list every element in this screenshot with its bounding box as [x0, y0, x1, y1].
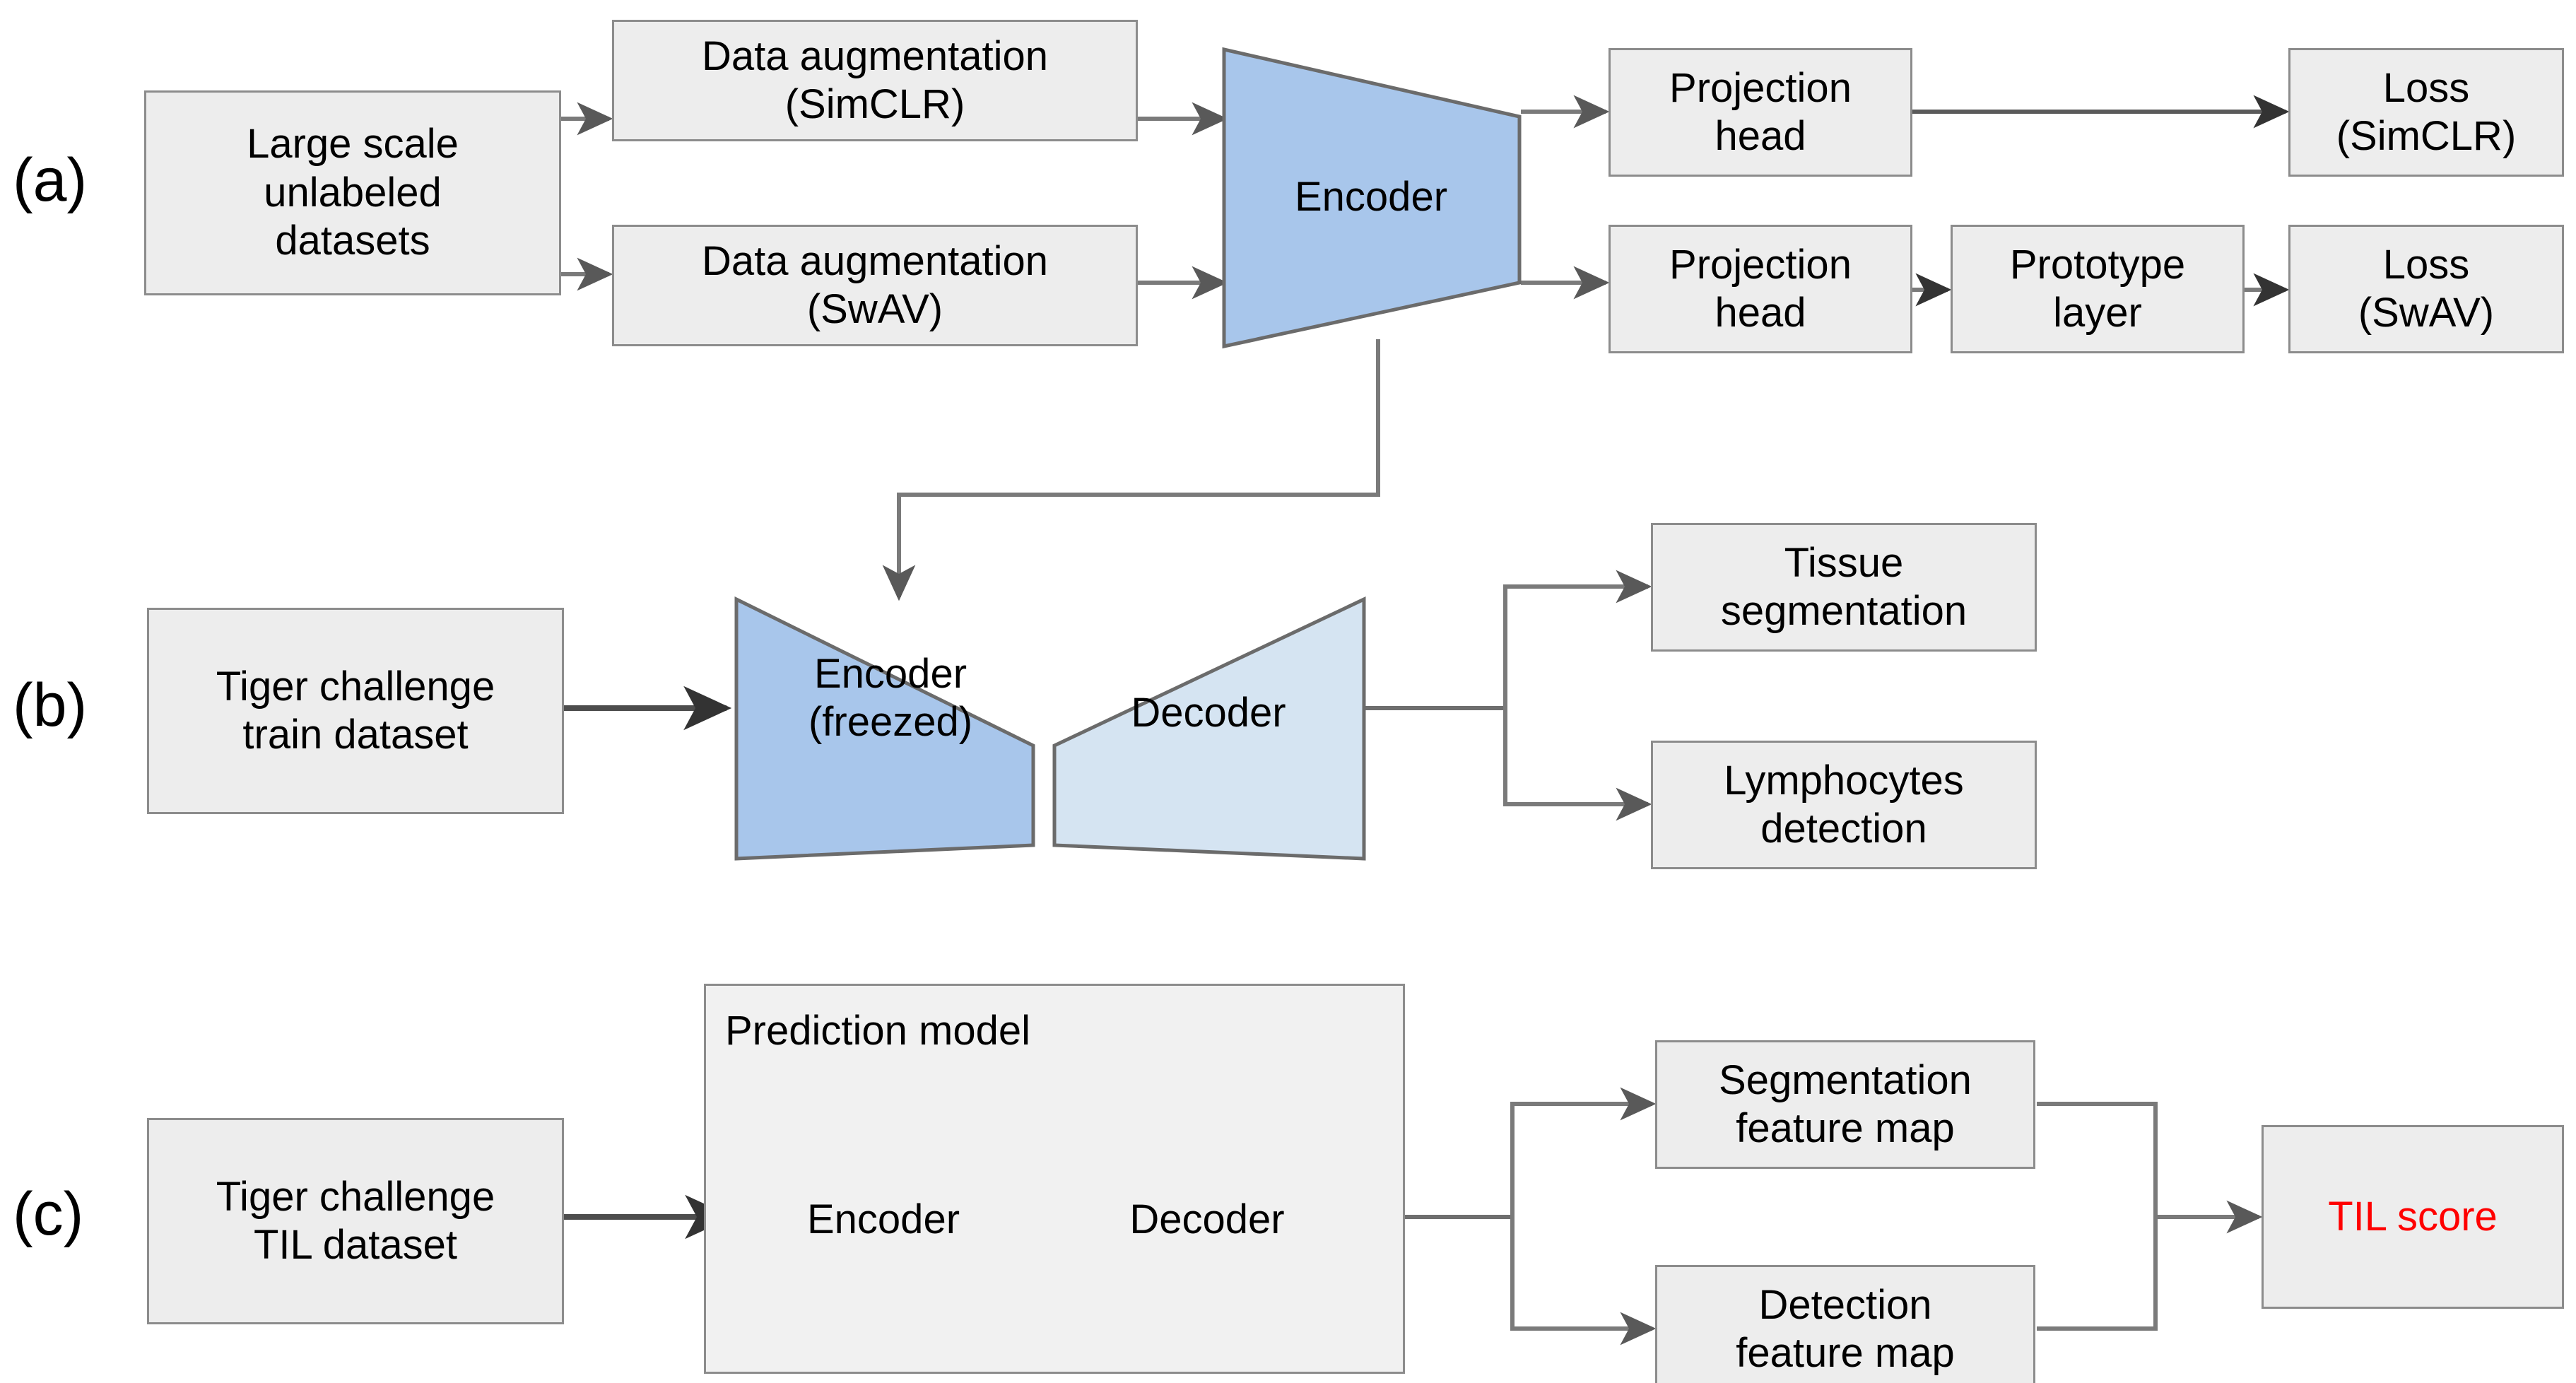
edge-c-to-det-map	[1510, 1217, 1657, 1346]
edge-b-to-lymphocytes	[1503, 708, 1652, 821]
panel-label-a: (a)	[13, 146, 88, 214]
box-large-scale-unlabeled-datasets[interactable]: Large scale unlabeled datasets	[144, 90, 561, 295]
box-tiger-challenge-til-dataset[interactable]: Tiger challenge TIL dataset	[147, 1118, 564, 1324]
box-tiger-challenge-train-dataset[interactable]: Tiger challenge train dataset	[147, 608, 564, 814]
box-loss-swav[interactable]: Loss (SwAV)	[2288, 225, 2564, 353]
edge-det-map-to-merge	[2037, 1217, 2158, 1331]
box-detection-feature-map[interactable]: Detection feature map	[1655, 1265, 2035, 1383]
edge-encoder-a-to-encoder-b	[882, 339, 1380, 601]
box-prototype-layer[interactable]: Prototype layer	[1951, 225, 2245, 353]
box-projection-head-top[interactable]: Projection head	[1608, 48, 1912, 177]
label-decoder-b: Decoder	[1131, 690, 1286, 736]
edge-seg-map-to-merge	[2037, 1102, 2158, 1217]
box-lymphocytes-detection[interactable]: Lymphocytes detection	[1651, 741, 2037, 869]
panel-label-c: (c)	[13, 1180, 84, 1248]
label-encoder-freezed-b: Encoder (freezed)	[808, 651, 973, 746]
box-data-augmentation-swav[interactable]: Data augmentation (SwAV)	[612, 225, 1138, 346]
group-title-prediction-model: Prediction model	[725, 1008, 1030, 1054]
box-tissue-segmentation[interactable]: Tissue segmentation	[1651, 523, 2037, 652]
encoder-shape-a	[1222, 47, 1522, 349]
panel-label-b: (b)	[13, 671, 88, 739]
encoder-shape-b	[734, 596, 1035, 861]
box-data-augmentation-simclr[interactable]: Data augmentation (SimCLR)	[612, 20, 1138, 141]
group-prediction-model	[704, 984, 1405, 1374]
box-projection-head-bottom[interactable]: Projection head	[1608, 225, 1912, 353]
box-til-score[interactable]: TIL score	[2262, 1125, 2564, 1309]
decoder-shape-b	[1052, 596, 1366, 861]
box-segmentation-feature-map[interactable]: Segmentation feature map	[1655, 1040, 2035, 1169]
label-encoder-a: Encoder	[1294, 174, 1448, 220]
edge-b-to-tissue	[1503, 570, 1652, 708]
box-loss-simclr[interactable]: Loss (SimCLR)	[2288, 48, 2564, 177]
edge-c-to-seg-map	[1510, 1087, 1657, 1217]
